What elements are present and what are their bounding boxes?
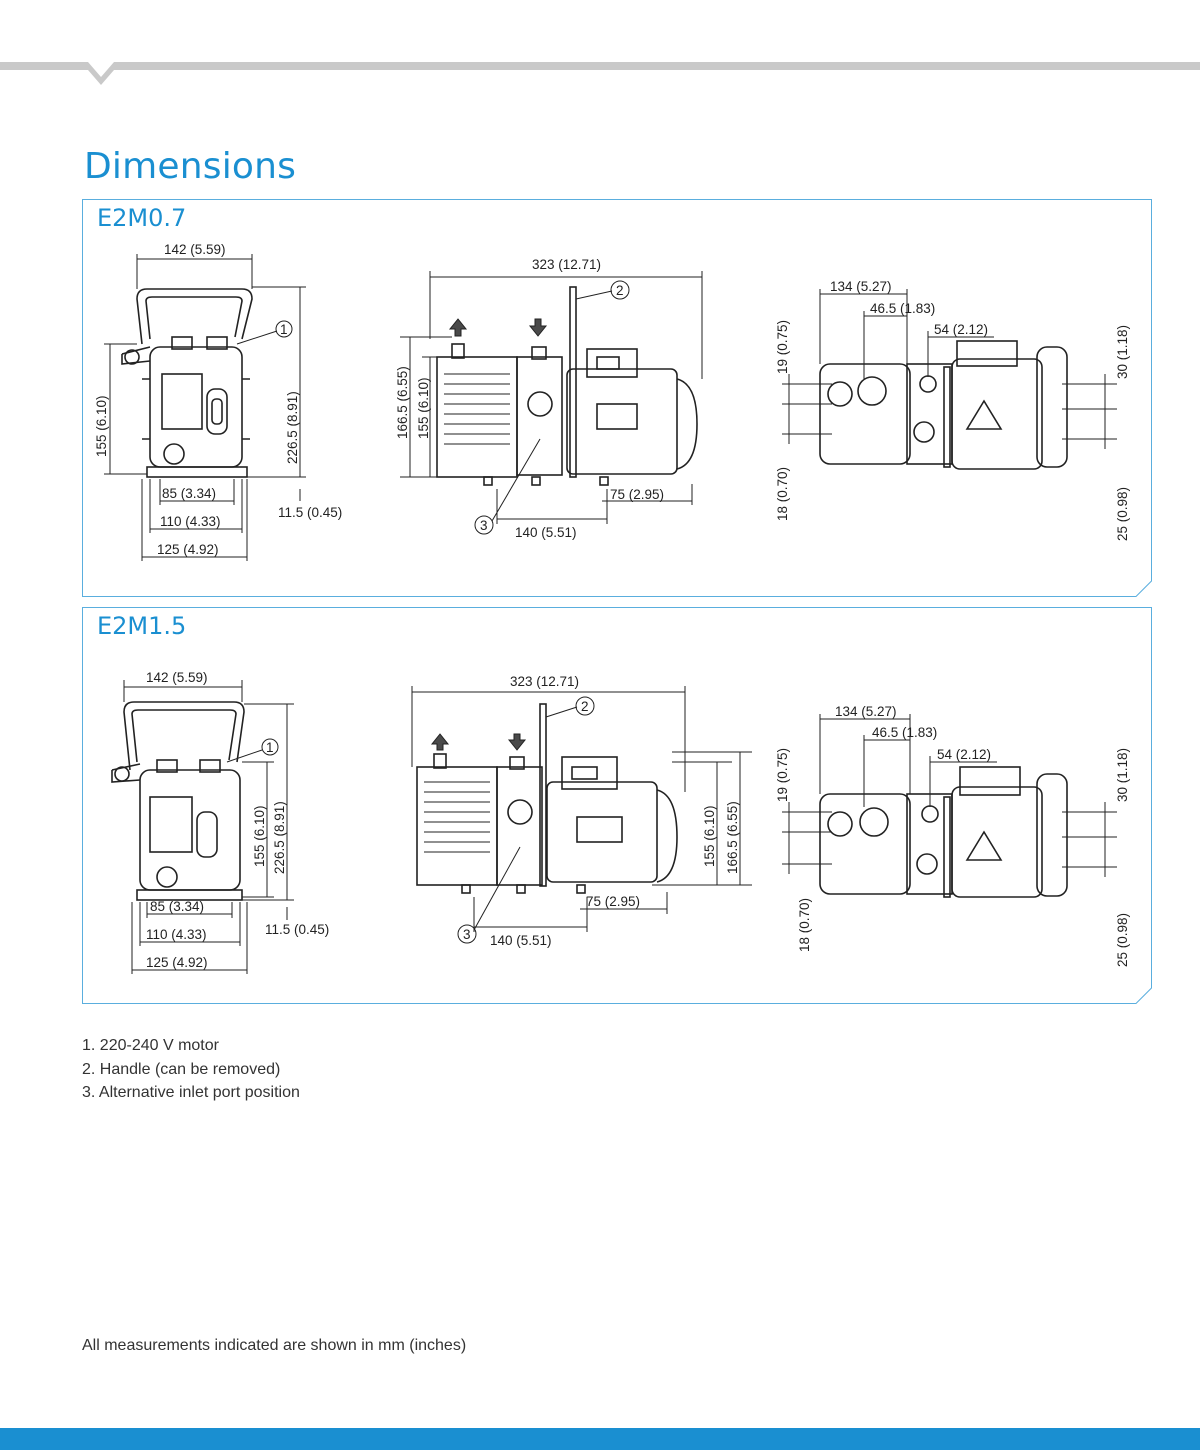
note-item: 2. Handle (can be removed) [82,1060,281,1078]
dim-side-d2: 140 (5.51) [490,933,552,948]
callout-2: 2 [616,283,624,298]
model-title: E2M1.5 [97,612,187,640]
dim-front-w1: 85 (3.34) [162,486,216,501]
dim-side-h2: 155 (6.10) [416,377,431,439]
dim-front-feet: 11.5 (0.45) [265,922,329,937]
dim-front-height-2: 226.5 (8.91) [272,801,287,874]
dim-side-h1: 166.5 (6.55) [395,366,410,439]
dim-top-l1: 19 (0.75) [775,748,790,802]
dim-top-r2: 25 (0.98) [1115,487,1130,541]
dim-front-w2: 110 (4.33) [146,927,207,942]
front-view-drawing: 1 142 (5.59) 155 (6.10) 226.5 (8.91) 11.… [82,662,382,992]
dim-top-d1: 134 (5.27) [830,279,892,294]
page-title: Dimensions [84,146,297,187]
bottom-bar [0,1428,1200,1450]
dim-front-w3: 125 (4.92) [157,542,219,557]
dim-side-length: 323 (12.71) [532,257,601,272]
dim-top-d3: 54 (2.12) [937,747,991,762]
note-item: 1. 220-240 V motor [82,1037,219,1054]
callout-3: 3 [463,927,471,942]
callout-3: 3 [480,518,488,533]
dim-side-h1: 155 (6.10) [702,805,717,867]
dim-top-r2: 25 (0.98) [1115,913,1130,967]
dim-front-w3: 125 (4.92) [146,955,208,970]
callout-2: 2 [581,699,589,714]
footnote: All measurements indicated are shown in … [82,1337,467,1354]
dim-side-h2: 166.5 (6.55) [725,801,740,874]
dim-top-r1: 30 (1.18) [1115,748,1130,802]
dim-side-d1: 75 (2.95) [610,487,664,502]
panel-frame [82,607,1152,1004]
panel-frame [82,199,1152,597]
dim-front-width: 142 (5.59) [164,242,226,257]
side-view-drawing: 2 3 323 (12.71) 166.5 (6.55) 155 (6.10) … [372,239,732,559]
dim-front-height-1: 155 (6.10) [94,395,109,457]
note-item: 3. Alternative inlet port position [82,1084,300,1101]
side-view-drawing: 2 3 323 (12.71) 155 (6.10) 166.5 (6.55) … [402,662,762,972]
model-title: E2M0.7 [97,204,187,232]
dim-top-d2: 46.5 (1.83) [872,725,937,740]
panel-e2m0-7: E2M0.7 [82,199,1152,597]
dim-front-width: 142 (5.59) [146,670,208,685]
callout-1: 1 [280,322,288,337]
dim-top-r1: 30 (1.18) [1115,325,1130,379]
panel-e2m1-5: E2M1.5 [82,607,1152,1004]
dim-front-height-2: 226.5 (8.91) [285,391,300,464]
top-view-drawing: 134 (5.27) 46.5 (1.83) 54 (2.12) 19 (0.7… [762,259,1142,549]
notes-list: 1. 220-240 V motor 2. Handle (can be rem… [82,1034,300,1105]
top-band [0,62,1200,85]
dim-top-d1: 134 (5.27) [835,704,897,719]
dim-top-l2: 18 (0.70) [797,898,812,952]
dim-front-feet: 11.5 (0.45) [278,505,342,520]
dim-top-l2: 18 (0.70) [775,467,790,521]
dim-side-d2: 140 (5.51) [515,525,577,540]
dim-side-length: 323 (12.71) [510,674,579,689]
dim-top-l1: 19 (0.75) [775,320,790,374]
top-view-drawing: 134 (5.27) 46.5 (1.83) 54 (2.12) 19 (0.7… [772,682,1142,972]
dim-top-d3: 54 (2.12) [934,322,988,337]
dim-side-d1: 75 (2.95) [586,894,640,909]
dim-front-w2: 110 (4.33) [160,514,221,529]
dim-front-height-1: 155 (6.10) [252,805,267,867]
dim-top-d2: 46.5 (1.83) [870,301,935,316]
dim-front-w1: 85 (3.34) [150,899,204,914]
front-view-drawing: 1 142 (5.59) 155 (6.10) 226.5 (8.91) 11.… [82,239,382,579]
callout-1: 1 [266,740,274,755]
